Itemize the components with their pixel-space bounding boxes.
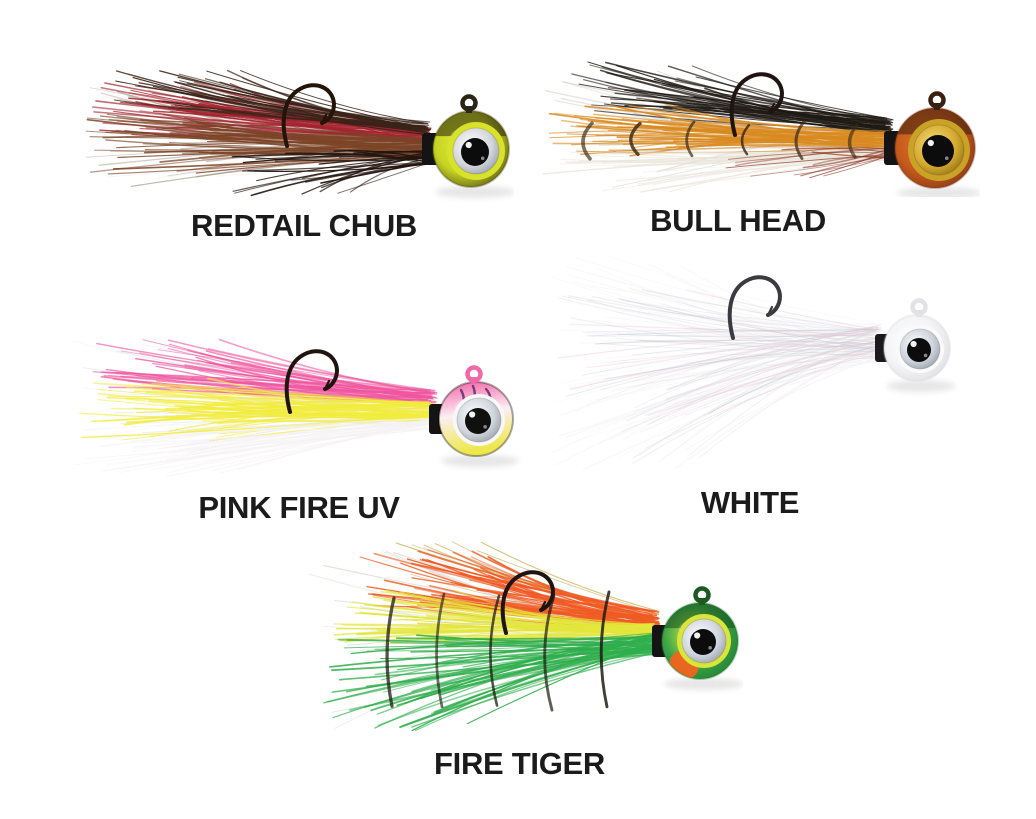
- product-label: PINK FIRE UV: [198, 490, 400, 525]
- jig-hair: [309, 540, 661, 732]
- line-tie-eyelet-ring: [910, 298, 928, 316]
- hook-icon: [284, 349, 340, 414]
- product-label: REDTAIL CHUB: [190, 208, 418, 243]
- jig-lure-illustration-pink-fire-uv: [73, 338, 519, 478]
- jig-lure-illustration-redtail-chub: [85, 69, 514, 198]
- jig-eye: [447, 122, 505, 180]
- jig-hair: [73, 338, 438, 478]
- product-card-redtail-chub: REDTAIL CHUB: [82, 62, 514, 244]
- jig-eye: [677, 614, 731, 668]
- head-shadow: [435, 186, 514, 198]
- hook-icon: [729, 72, 785, 137]
- line-tie-eyelet-ring: [460, 94, 478, 112]
- jig-lure-illustration-fire-tiger: [309, 540, 743, 732]
- product-card-white: WHITE: [548, 252, 968, 521]
- hook-icon: [281, 83, 337, 148]
- tiger-stripes: [385, 590, 611, 712]
- tiger-stripes: [581, 120, 859, 161]
- jig-hair: [85, 69, 432, 197]
- line-tie-eyelet-ring: [693, 586, 711, 604]
- jig-hair-band: [587, 298, 883, 415]
- jig-hair: [542, 61, 894, 193]
- head-shadow: [664, 678, 743, 690]
- head-shadow: [886, 380, 956, 392]
- product-card-fire-tiger: FIRE TIGER: [308, 533, 743, 782]
- product-card-bull-head: BULL HEAD: [540, 55, 980, 239]
- jig-hair-band: [725, 146, 893, 179]
- product-label: BULL HEAD: [650, 203, 826, 238]
- product-card-pink-fire-uv: PINK FIRE UV: [72, 328, 522, 526]
- jig-hair-band: [548, 103, 894, 157]
- jig-hair-band: [99, 417, 438, 478]
- jig-hair-band: [557, 289, 883, 449]
- hook-icon: [500, 570, 556, 635]
- jig-hair-band: [559, 146, 894, 193]
- jig-hair: [550, 256, 883, 471]
- jig-lure-illustration-white: [550, 256, 956, 471]
- jig-eye: [453, 394, 505, 446]
- jig-eye: [896, 325, 944, 373]
- jig-hair-band: [231, 149, 431, 197]
- head-shadow: [897, 187, 980, 197]
- product-label: FIRE TIGER: [434, 746, 605, 781]
- line-tie-eyelet-ring: [465, 365, 483, 383]
- jig-hair-band: [558, 288, 883, 465]
- jig-hair-band: [550, 256, 883, 471]
- jig-hair-band: [113, 69, 432, 135]
- hook-icon: [727, 275, 783, 340]
- line-tie-eyelet-ring: [928, 91, 946, 109]
- head-shadow: [441, 455, 519, 467]
- jig-lure-illustration-bull-head: [542, 61, 980, 197]
- jig-eye: [908, 119, 970, 181]
- product-label: WHITE: [700, 485, 800, 520]
